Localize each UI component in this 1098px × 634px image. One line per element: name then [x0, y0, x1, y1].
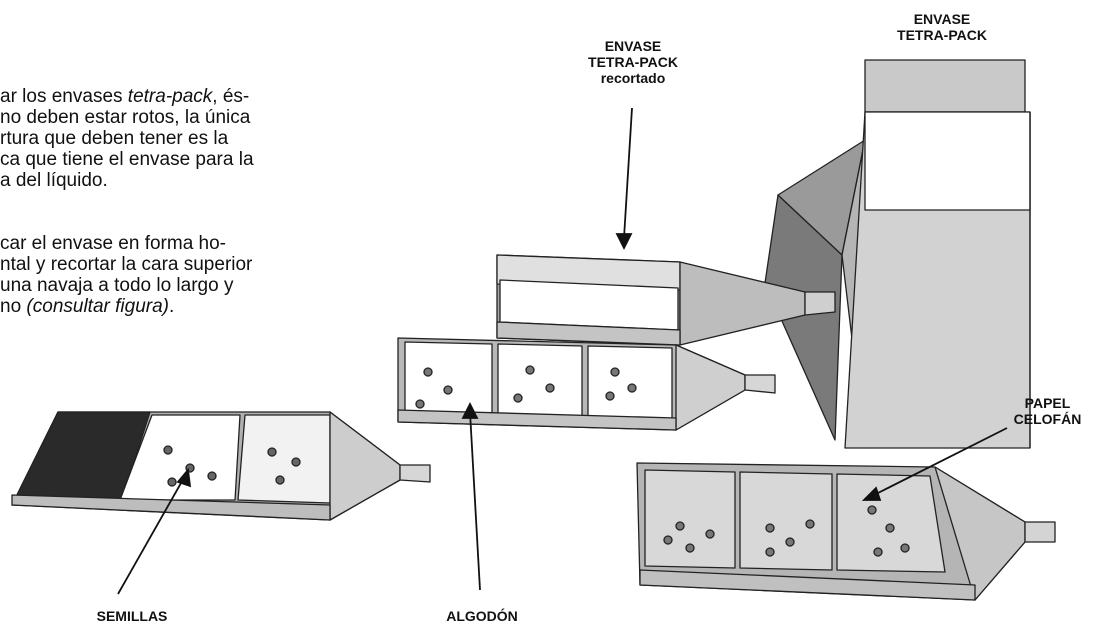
paragraph-line: una navaja a todo lo largo y — [0, 275, 234, 296]
text-emphasis: (consultar figura) — [26, 296, 169, 317]
label-line: recortado — [600, 70, 666, 86]
tray-semillas — [11, 411, 431, 521]
text-fragment: , és- — [212, 86, 250, 107]
arrow-envase-recortado — [615, 107, 633, 251]
label-algodon: ALGODÓN — [422, 608, 542, 624]
paragraph-line: car el envase en forma ho- — [0, 233, 227, 254]
paragraph-line: no deben estar rotos, la única — [0, 107, 251, 128]
paragraph-line: rtura que deben tener es la — [0, 128, 229, 149]
arrow-algodon — [461, 401, 481, 591]
paragraph-line: ca que tiene el envase para la — [0, 149, 254, 170]
label-semillas: SEMILLAS — [72, 608, 192, 624]
paragraph-line: ar los envases tetra-pack, és- — [0, 86, 350, 107]
label-line: TETRA-PACK — [897, 27, 987, 43]
label-line: ENVASE — [913, 11, 971, 27]
label-envase: ENVASE TETRA-PACK — [877, 11, 1007, 43]
tetra-pack-upright — [764, 59, 1031, 449]
label-line: TETRA-PACK — [588, 54, 678, 70]
paragraph-line: ntal y recortar la cara superior — [0, 254, 253, 275]
label-line: CELOFÁN — [1013, 411, 1082, 427]
paragraph-line: no (consultar figura). — [0, 296, 350, 317]
tray-celofan — [636, 462, 1056, 601]
arrow-papel-celofan — [861, 427, 1008, 501]
instruction-paragraph-1: ar los envases tetra-pack, és- no deben … — [0, 86, 350, 191]
text-emphasis: tetra-pack — [127, 86, 213, 107]
tetra-pack-cut — [496, 254, 836, 346]
label-line: ENVASE — [604, 38, 662, 54]
label-line: ALGODÓN — [446, 608, 518, 624]
paragraph-line: a del líquido. — [0, 170, 108, 191]
instruction-paragraph-2: car el envase en forma ho- ntal y recort… — [0, 233, 350, 317]
label-envase-recortado: ENVASE TETRA-PACK recortado — [568, 38, 698, 86]
label-line: PAPEL — [1024, 395, 1071, 411]
text-fragment: no — [0, 296, 27, 317]
arrow-semillas — [117, 467, 192, 595]
tray-algodon — [397, 337, 776, 431]
label-line: SEMILLAS — [96, 608, 168, 624]
label-papel-celofan: PAPEL CELOFÁN — [1000, 395, 1095, 427]
text-fragment: ar los envases — [0, 86, 128, 107]
text-fragment: . — [168, 296, 175, 317]
